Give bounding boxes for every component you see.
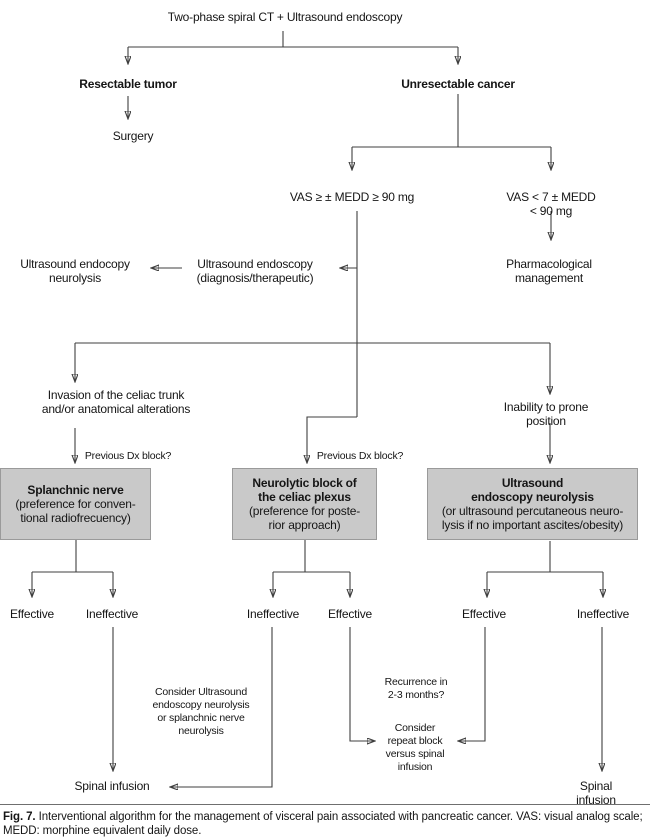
node-us-endoscopy-diagnostic: Ultrasound endoscopy (diagnosis/therapeu… xyxy=(196,257,314,286)
box-us-neurolysis-title: Ultrasound endoscopy neurolysis xyxy=(471,475,594,504)
figure-caption: Fig. 7. Interventional algorithm for the… xyxy=(3,810,647,839)
figure-caption-label: Fig. 7. xyxy=(3,811,36,823)
box-neurolytic-block: Neurolytic block of the celiac plexus (p… xyxy=(232,468,377,540)
node-consider-repeat-block: Consider repeat block versus spinal infu… xyxy=(385,722,445,774)
connector-effective-mid-to-repeat xyxy=(349,627,375,741)
node-ineffective-right: Ineffective xyxy=(576,607,630,621)
node-title: Two-phase spiral CT + Ultrasound endosco… xyxy=(167,10,403,24)
node-effective-left: Effective xyxy=(9,607,55,621)
box-neurolytic-sub: (preference for poste- rior approach) xyxy=(249,504,360,533)
box-us-endoscopy-neurolysis: Ultrasound endoscopy neurolysis (or ultr… xyxy=(427,468,638,540)
box-splanchnic-nerve: Splanchnic nerve (preference for conven-… xyxy=(0,468,151,540)
connector-effective-right-to-repeat xyxy=(458,627,486,741)
node-pharmacological-management: Pharmacological management xyxy=(506,257,592,286)
node-ineffective-left: Ineffective xyxy=(85,607,139,621)
node-effective-right: Effective xyxy=(461,607,507,621)
box-us-neurolysis-sub: (or ultrasound percutaneous neuro- lysis… xyxy=(441,504,624,533)
node-effective-mid: Effective xyxy=(327,607,373,621)
caption-divider xyxy=(0,804,650,805)
label-previous-dx-block-mid: Previous Dx block? xyxy=(316,450,404,462)
node-us-endocopy-neurolysis: Ultrasound endocopy neurolysis xyxy=(20,257,130,286)
node-vas-low: VAS < 7 ± MEDD < 90 mg xyxy=(506,190,596,219)
node-inability-prone-position: Inability to prone position xyxy=(503,400,589,429)
box-splanchnic-sub: (preference for conven- tional radiofrec… xyxy=(15,496,136,526)
figure-caption-text: Interventional algorithm for the managem… xyxy=(3,811,643,838)
box-neurolytic-title: Neurolytic block of the celiac plexus xyxy=(252,475,357,504)
node-recurrence: Recurrence in 2-3 months? xyxy=(384,676,448,702)
node-spinal-infusion-left: Spinal infusion xyxy=(74,779,150,793)
node-invasion-celiac-trunk: Invasion of the celiac trunk and/or anat… xyxy=(41,388,191,417)
connector-elbow-to-neurolytic-box xyxy=(307,416,357,463)
connector-ineffective-mid-to-spinal xyxy=(170,627,273,787)
node-ineffective-mid: Ineffective xyxy=(246,607,300,621)
node-vas-high: VAS ≥ ± MEDD ≥ 90 mg xyxy=(289,190,415,204)
label-previous-dx-block-left: Previous Dx block? xyxy=(84,450,172,462)
node-surgery: Surgery xyxy=(112,129,154,143)
node-consider-us-neurolysis: Consider Ultrasound endoscopy neurolysis… xyxy=(152,686,250,738)
node-spinal-infusion-right: Spinal infusion xyxy=(576,779,616,808)
node-resectable-tumor: Resectable tumor xyxy=(79,77,177,91)
node-unresectable-cancer: Unresectable cancer xyxy=(401,77,515,91)
box-splanchnic-title: Splanchnic nerve xyxy=(27,482,124,497)
